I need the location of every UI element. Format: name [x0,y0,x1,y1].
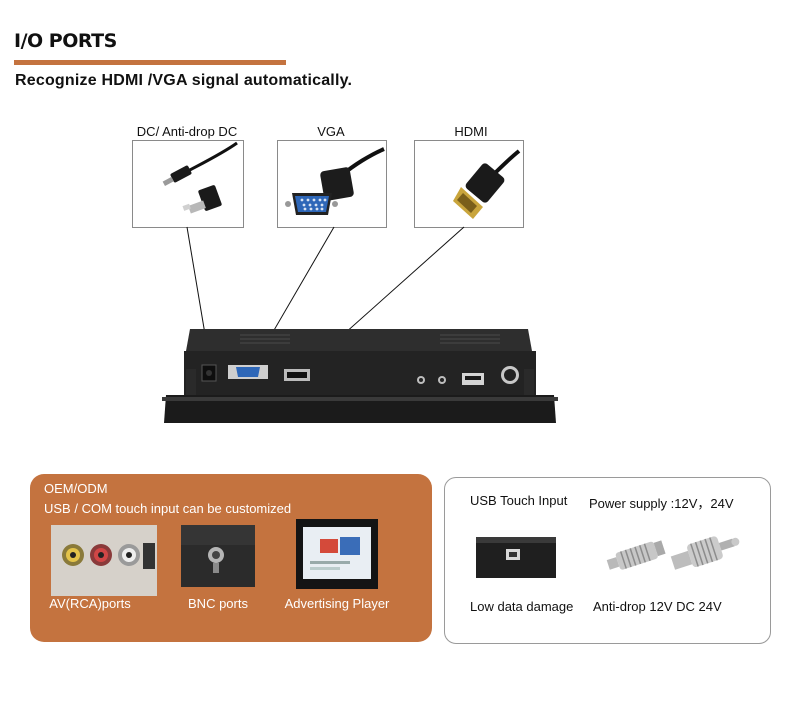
dc-cable-image [132,140,244,228]
vga-cable-label: VGA [317,124,345,139]
oem-odm-panel: OEM/ODM USB / COM touch input can be cus… [30,474,432,642]
anti-drop-dc-connector-image [599,524,745,582]
usb-port-image [476,537,556,578]
anti-drop-caption: Anti-drop 12V DC 24V [593,599,722,614]
usb-touch-input-label: USB Touch Input [470,493,568,508]
dc-cable-label: DC/ Anti-drop DC [136,124,238,139]
page-subtitle: Recognize HDMI /VGA signal automatically… [15,72,353,89]
av-rca-caption: AV(RCA)ports [49,596,131,611]
advertising-player-image [296,519,378,589]
title-underline [14,60,286,65]
power-supply-label: Power supply :12V，24V [589,496,734,511]
monitor-ports-image [160,325,560,427]
advertising-player-caption: Advertising Player [284,596,390,611]
oem-odm-subheading: USB / COM touch input can be customized [44,501,292,516]
bnc-ports-image [181,525,255,587]
oem-odm-heading: OEM/ODM [44,481,108,496]
page-title: I/O PORTS [14,30,117,52]
usb-caption: Low data damage [470,599,574,614]
hdmi-cable-label: HDMI [454,124,488,139]
bnc-caption: BNC ports [188,596,248,611]
hdmi-cable-image [414,140,524,228]
vga-cable-image [277,140,387,228]
av-rca-ports-image [51,525,157,596]
features-panel: USB Touch Input Power supply :12V，24V [444,477,771,644]
